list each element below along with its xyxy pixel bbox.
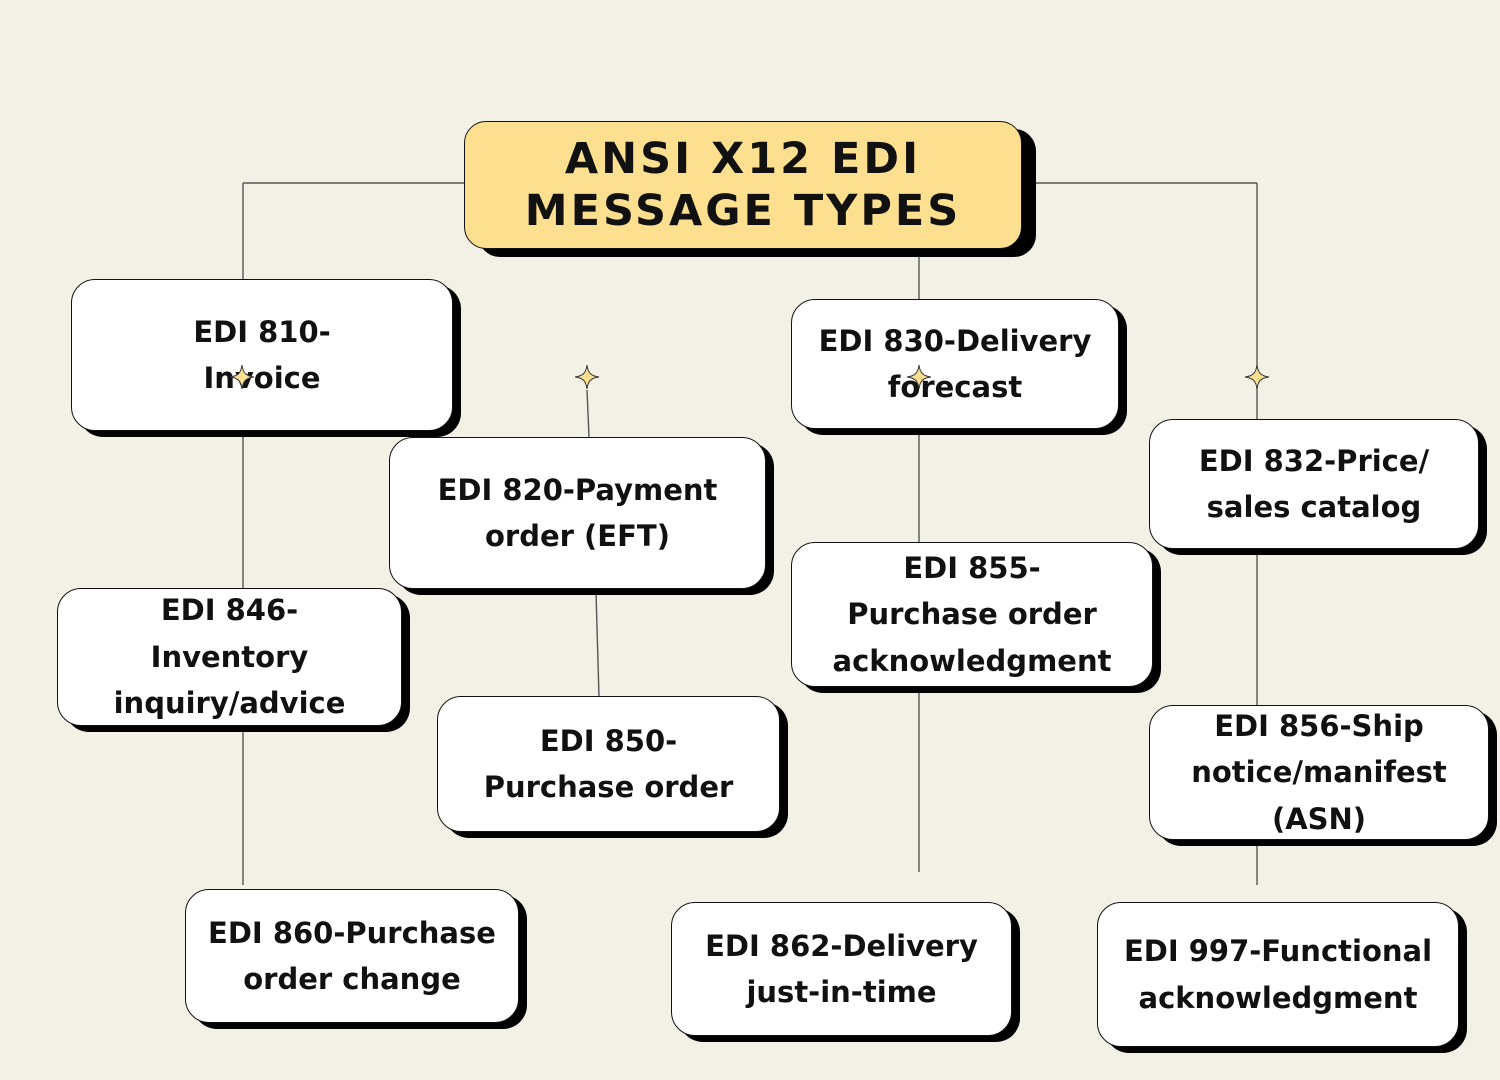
node-label: EDI 832-Price/ sales catalog xyxy=(1198,443,1430,524)
sparkle-icon xyxy=(574,364,600,390)
connector-line xyxy=(595,591,600,698)
node-label: EDI 862-Delivery just-in-time xyxy=(705,928,978,1009)
node-label: EDI 820-Payment order (EFT) xyxy=(437,472,718,553)
node-label: EDI 856-Ship notice/manifest (ASN) xyxy=(1191,708,1447,836)
node-label: EDI 846- Inventory inquiry/advice xyxy=(113,593,346,721)
node-edi-860: EDI 860-Purchase order change xyxy=(185,889,519,1023)
node-edi-850: EDI 850- Purchase order xyxy=(437,696,780,832)
node-edi-830: EDI 830-Delivery forecast xyxy=(791,299,1119,429)
node-label: EDI 997-Functional acknowledgment xyxy=(1123,934,1433,1015)
node-label: EDI 860-Purchase order change xyxy=(208,915,496,996)
node-edi-855: EDI 855- Purchase order acknowledgment xyxy=(791,542,1153,687)
node-edi-846: EDI 846- Inventory inquiry/advice xyxy=(57,588,402,726)
diagram-title-box: ANSI X12 EDI MESSAGE TYPES xyxy=(464,121,1022,249)
node-edi-862: EDI 862-Delivery just-in-time xyxy=(671,902,1012,1036)
node-edi-810: EDI 810- Invoice xyxy=(71,279,453,431)
connector-line xyxy=(586,389,590,438)
sparkle-icon xyxy=(229,364,255,390)
sparkle-icon xyxy=(906,364,932,390)
node-label: EDI 850- Purchase order xyxy=(483,723,734,804)
node-label: EDI 830-Delivery forecast xyxy=(818,323,1092,404)
node-label: EDI 810- Invoice xyxy=(193,314,331,395)
diagram-title: ANSI X12 EDI MESSAGE TYPES xyxy=(524,133,962,236)
sparkle-icon xyxy=(1244,364,1270,390)
node-edi-832: EDI 832-Price/ sales catalog xyxy=(1149,419,1479,549)
node-edi-856: EDI 856-Ship notice/manifest (ASN) xyxy=(1149,705,1489,840)
node-edi-820: EDI 820-Payment order (EFT) xyxy=(389,437,766,589)
node-label: EDI 855- Purchase order acknowledgment xyxy=(832,550,1112,678)
node-edi-997: EDI 997-Functional acknowledgment xyxy=(1097,902,1459,1047)
